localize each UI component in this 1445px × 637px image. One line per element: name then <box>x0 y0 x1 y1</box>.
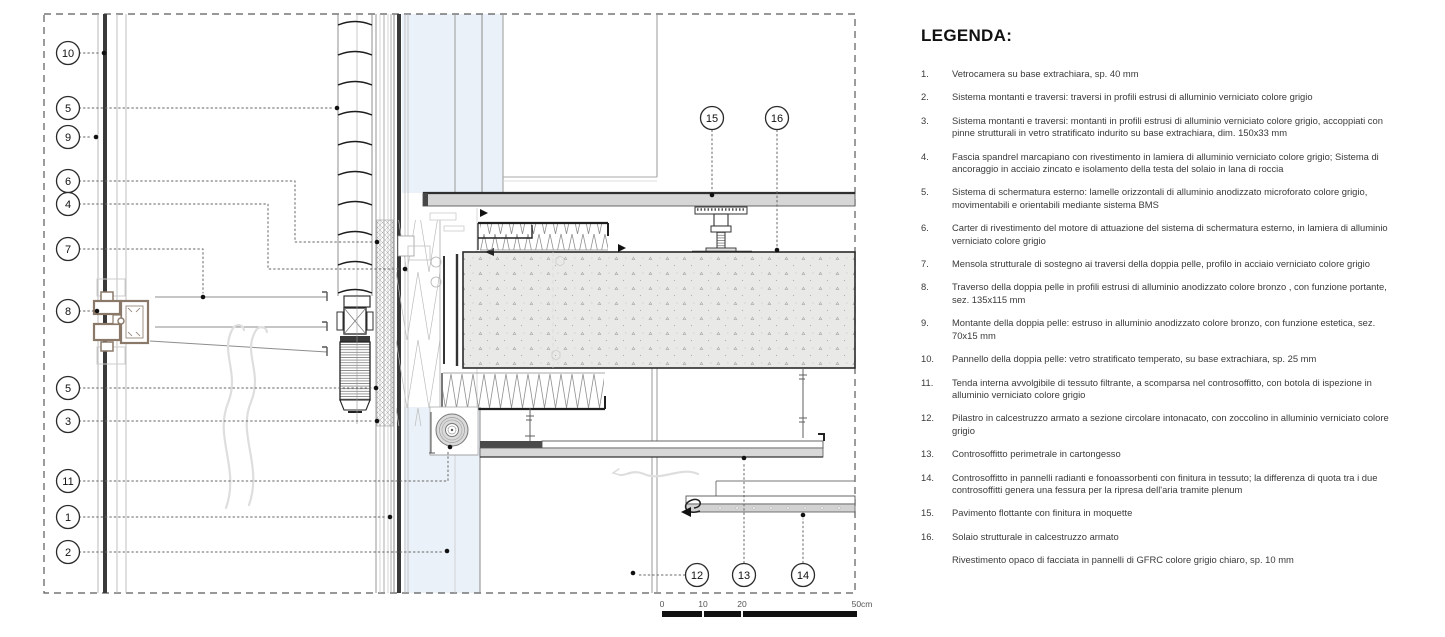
level-flag-marker <box>480 209 488 217</box>
callout-11: 11 <box>55 468 81 494</box>
legend-panel: LEGENDA: 1.Vetrocamera su base extrachia… <box>921 26 1391 578</box>
svg-text:16: 16 <box>771 113 783 125</box>
callout-13: 13 <box>731 562 757 588</box>
scale-bar: 0 10 20 50cm <box>660 599 873 617</box>
svg-text:4: 4 <box>65 199 71 211</box>
callout-5-top: 5 <box>55 95 81 121</box>
floor-pedestal <box>692 206 752 254</box>
concrete-slab <box>443 248 856 369</box>
svg-text:1: 1 <box>65 512 71 524</box>
legend-item-2: 2.Sistema montanti e traversi: traversi … <box>921 91 1313 103</box>
svg-text:5: 5 <box>65 103 71 115</box>
svg-text:15: 15 <box>706 113 718 125</box>
legend-item-9: 9.Montante della doppia pelle: estruso i… <box>921 317 1376 341</box>
callout-leader-lines <box>78 52 804 576</box>
callout-12: 12 <box>684 562 710 588</box>
rockwool-band-top <box>477 221 626 252</box>
svg-text:11: 11 <box>62 476 73 488</box>
legend-item-7: 7.Mensola strutturale di sostegno ai tra… <box>921 258 1370 270</box>
svg-text:14: 14 <box>797 570 809 582</box>
detail-boundary-dashed <box>43 13 856 594</box>
callout-5-bottom: 5 <box>55 375 81 401</box>
legend-item-5: 5.Sistema di schermatura esterno: lamell… <box>921 186 1368 210</box>
callout-15: 15 <box>699 105 725 131</box>
legend-title: LEGENDA: <box>921 26 1013 45</box>
legend-item-13: 13.Controsoffitto perimetrale in cartong… <box>921 448 1121 460</box>
callout-14: 14 <box>790 562 816 588</box>
callout-3: 3 <box>55 408 81 434</box>
airflow-arrows <box>222 324 700 510</box>
callout-4: 4 <box>55 191 81 217</box>
radiant-panel-ceiling <box>681 480 856 517</box>
svg-text:2: 2 <box>65 547 71 559</box>
svg-text:3: 3 <box>65 416 71 428</box>
callout-2: 2 <box>55 539 81 565</box>
legend-item-3: 3.Sistema montanti e traversi: montanti … <box>921 114 1383 139</box>
bronze-transom <box>92 291 150 352</box>
perimeter-ceiling <box>479 433 825 458</box>
callout-10: 10 <box>55 40 81 66</box>
legend-item-16: 16.Solaio strutturale in calcestruzzo ar… <box>921 530 1119 542</box>
legend-item-15: 15.Pavimento flottante con finitura in m… <box>921 507 1133 519</box>
legend-item-11: 11.Tenda interna avvolgibile di tessuto … <box>921 376 1372 400</box>
louvre-motor-carter <box>336 296 374 424</box>
scale-label-50cm: 50cm <box>852 599 873 609</box>
floating-floor <box>422 191 856 207</box>
leader-end-dots <box>93 50 806 576</box>
legend-item-1: 1.Vetrocamera su base extrachiara, sp. 4… <box>921 68 1139 79</box>
svg-text:8: 8 <box>65 306 71 318</box>
svg-text:13: 13 <box>738 570 750 582</box>
detail-drawing-svg: 10 5 9 6 4 7 8 5 3 11 1 2 15 16 12 13 14… <box>43 13 873 617</box>
svg-text:5: 5 <box>65 383 71 395</box>
callout-7: 7 <box>55 236 81 262</box>
callout-1: 1 <box>55 504 81 530</box>
legend-item-gfrc: Rivestimento opaco di facciata in pannel… <box>952 554 1294 566</box>
louvre-screen <box>337 14 373 308</box>
svg-text:10: 10 <box>62 48 74 60</box>
legend-item-6: 6.Carter di rivestimento del motore di a… <box>921 222 1388 246</box>
ceiling-hangers <box>525 368 807 441</box>
scale-label-10: 10 <box>698 599 708 609</box>
svg-text:7: 7 <box>65 244 71 256</box>
scale-label-20: 20 <box>737 599 747 609</box>
structural-bracket-lines <box>149 291 328 356</box>
legend-items: 1.Vetrocamera su base extrachiara, sp. 4… <box>921 68 1391 567</box>
legend-item-8: 8.Traverso della doppia pelle in profili… <box>921 281 1387 305</box>
svg-text:9: 9 <box>65 132 71 144</box>
callout-16: 16 <box>764 105 790 131</box>
legend-item-12: 12.Pilastro in calcestruzzo armato a sez… <box>921 412 1389 436</box>
rockwool-band-bottom <box>441 372 606 411</box>
callout-9: 9 <box>55 124 81 150</box>
roller-blind <box>429 406 479 456</box>
svg-text:6: 6 <box>65 176 71 188</box>
callout-8: 8 <box>55 298 81 324</box>
legend-item-4: 4.Fascia spandrel marcapiano con rivesti… <box>921 150 1379 175</box>
callout-6: 6 <box>55 168 81 194</box>
spandrel-insulation <box>376 212 465 427</box>
legend-item-14: 14.Controsoffitto in pannelli radianti e… <box>921 471 1378 495</box>
scale-label-0: 0 <box>660 599 665 609</box>
legend-item-10: 10.Pannello della doppia pelle: vetro st… <box>921 353 1317 365</box>
svg-text:12: 12 <box>691 570 703 582</box>
callout-bubbles: 10 5 9 6 4 7 8 5 3 11 1 2 15 16 12 13 14 <box>55 40 816 588</box>
facade-section-drawing: 10 5 9 6 4 7 8 5 3 11 1 2 15 16 12 13 14… <box>43 13 873 617</box>
